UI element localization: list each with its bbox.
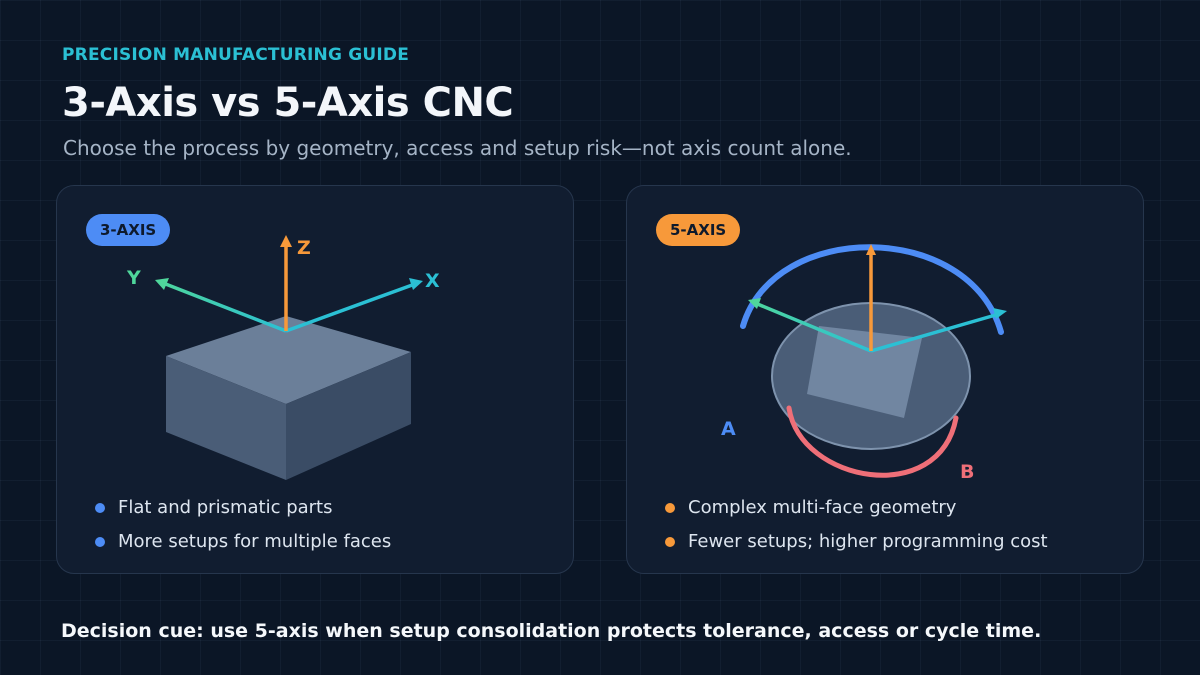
bullet-dot-icon (95, 503, 105, 513)
five-axis-bullets: Complex multi-face geometry Fewer setups… (665, 497, 1048, 565)
page-eyebrow: PRECISION MANUFACTURING GUIDE (62, 45, 410, 65)
block-left-face (166, 356, 286, 480)
list-item: More setups for multiple faces (95, 531, 391, 565)
list-item: Fewer setups; higher programming cost (665, 531, 1048, 565)
x-axis-line (285, 282, 416, 333)
z-axis-arrow (280, 235, 292, 247)
block-top-face (166, 316, 411, 404)
three-axis-diagram: Z Y X (126, 235, 440, 480)
five-axis-diagram: A B (721, 244, 1007, 483)
z-axis-arrow (866, 244, 876, 255)
bullet-dot-icon (95, 537, 105, 547)
three-axis-bullets: Flat and prismatic parts More setups for… (95, 497, 391, 565)
tilted-part (807, 326, 922, 418)
y-axis-label: Y (126, 267, 141, 289)
x-axis-arrow (993, 308, 1007, 319)
x-axis-line (870, 312, 1000, 353)
page-title: 3-Axis vs 5-Axis CNC (62, 80, 514, 126)
bullet-dot-icon (665, 503, 675, 513)
z-axis-label: Z (297, 237, 311, 259)
x-axis-arrow (409, 278, 423, 290)
block-right-face (286, 352, 411, 480)
bullet-dot-icon (665, 537, 675, 547)
five-axis-badge: 5-AXIS (656, 214, 741, 246)
list-item: Flat and prismatic parts (95, 497, 391, 531)
three-axis-panel: Z Y X 3-AXIS Flat and prismatic parts Mo… (56, 185, 574, 574)
a-axis-label: A (721, 418, 736, 440)
x-axis-label: X (425, 270, 440, 292)
y-axis-arrow (155, 278, 169, 290)
page-subtitle: Choose the process by geometry, access a… (63, 136, 852, 160)
b-axis-label: B (960, 461, 974, 483)
decision-cue: Decision cue: use 5-axis when setup cons… (61, 620, 1042, 642)
y-axis-line (162, 281, 287, 333)
list-item: Complex multi-face geometry (665, 497, 1048, 531)
five-axis-panel: A B 5-AXIS Complex multi-face geometry F… (626, 185, 1144, 574)
three-axis-badge: 3-AXIS (86, 214, 171, 246)
y-axis-line (754, 301, 872, 353)
y-axis-arrow (748, 298, 761, 309)
b-axis-arc (786, 405, 959, 478)
